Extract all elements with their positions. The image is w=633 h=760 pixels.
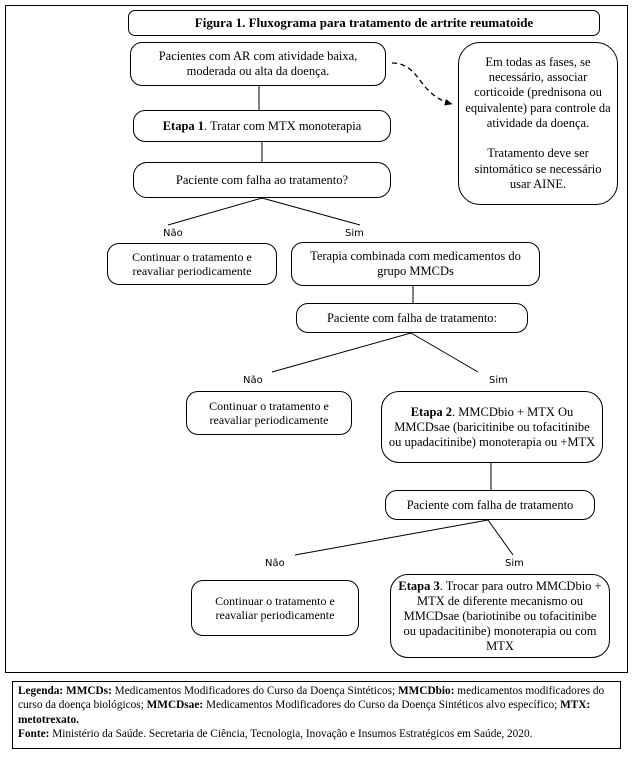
node-decision2: Paciente com falha de tratamento: (296, 303, 528, 333)
node-side-note-body: Em todas as fases, se necessário, associ… (465, 55, 611, 192)
legend-mmcdbio-label: MMCDbio: (397, 685, 455, 697)
node-continue-3-text: Continuar o tratamento e reavaliar perio… (215, 593, 335, 622)
legend-mmcds-label: MMCDs: (66, 685, 112, 697)
branch-label-nao-1: Não (163, 228, 183, 239)
legend-body: Legenda: MMCDs: Medicamentos Modificador… (18, 685, 604, 726)
node-decision3: Paciente com falha de tratamento (385, 490, 595, 520)
node-continue-1-text: Continuar o tratamento e reavaliar perio… (132, 249, 252, 278)
branch-label-sim-1: Sim (345, 228, 364, 239)
legend-mmcds-text: Medicamentos Modificadores do Curso da D… (114, 685, 396, 697)
node-etapa2-text: Etapa 2. MMCDbio + MTX Ou MMCDsae (baric… (388, 405, 596, 450)
legend-fonte-line: Fonte: Ministério da Saúde. Secretaria d… (18, 727, 616, 741)
node-continue-1: Continuar o tratamento e reavaliar perio… (107, 243, 277, 285)
legend-fonte-text: Ministério da Saúde. Secretaria de Ciênc… (52, 728, 533, 741)
node-etapa2-label: Etapa 2 (410, 404, 453, 419)
node-terapia-combinada: Terapia combinada com medicamentos do gr… (291, 242, 540, 286)
legend-mtx-text: metotrexato. (18, 713, 79, 726)
node-patients: Pacientes com AR com atividade baixa, mo… (130, 42, 386, 86)
legend-outer-frame (12, 681, 621, 749)
node-side-note: Em todas as fases, se necessário, associ… (458, 42, 618, 205)
legend-block: Legenda: MMCDs: Medicamentos Modificador… (18, 684, 616, 742)
node-etapa3-label: Etapa 3 (398, 578, 440, 593)
branch-label-sim-2: Sim (489, 375, 508, 386)
node-decision1: Paciente com falha ao tratamento? (133, 162, 391, 198)
node-terapia-combinada-text: Terapia combinada com medicamentos do gr… (310, 249, 521, 278)
diagram-outer-frame (5, 5, 628, 673)
node-etapa1: Etapa 1. Tratar com MTX monoterapia (133, 110, 391, 142)
node-etapa3-text: Etapa 3. Trocar para outro MMCDbio + MTX… (397, 579, 603, 654)
node-patients-text: Pacientes com AR com atividade baixa, mo… (158, 49, 358, 78)
branch-label-nao-3: Não (265, 558, 285, 569)
node-decision1-text: Paciente com falha ao tratamento? (175, 172, 349, 187)
node-continue-3: Continuar o tratamento e reavaliar perio… (191, 580, 359, 636)
node-etapa2-rest: . MMCDbio + MTX Ou MMCDsae (baricitinibe… (388, 404, 596, 449)
figure-title-box: Figura 1. Fluxograma para tratamento de … (128, 10, 600, 36)
figure-title-text: Figura 1. Fluxograma para tratamento de … (194, 15, 534, 31)
branch-label-nao-2: Não (243, 375, 263, 386)
node-etapa1-label: Etapa 1 (162, 118, 205, 133)
node-etapa1-rest: . Tratar com MTX monoterapia (204, 118, 362, 133)
node-decision2-text: Paciente com falha de tratamento: (326, 310, 498, 325)
node-etapa2: Etapa 2. MMCDbio + MTX Ou MMCDsae (baric… (381, 391, 603, 463)
legend-mmcdbio-text: medicamentos modificadores do curso da d… (18, 685, 605, 712)
node-etapa3: Etapa 3. Trocar para outro MMCDbio + MTX… (390, 574, 610, 658)
legend-fonte-label: Fonte: (18, 728, 50, 741)
node-continue-2: Continuar o tratamento e reavaliar perio… (186, 391, 352, 435)
legend-mmcdsae-label: MMCDsae: (146, 699, 204, 712)
branch-label-sim-3: Sim (505, 558, 524, 569)
side-note-paragraph-1: Em todas as fases, se necessário, associ… (465, 54, 611, 130)
node-continue-2-text: Continuar o tratamento e reavaliar perio… (209, 398, 329, 427)
node-etapa3-rest: . Trocar para outro MMCDbio + MTX de dif… (403, 578, 602, 653)
legend-mmcdsae-text: Medicamentos Modificadores do Curso da D… (205, 699, 558, 712)
legend-mtx-label: MTX: (560, 699, 591, 712)
node-decision3-text: Paciente com falha de tratamento (406, 497, 574, 512)
legend-legenda-label: Legenda: (18, 685, 64, 697)
node-etapa1-text: Etapa 1. Tratar com MTX monoterapia (140, 119, 384, 134)
side-note-paragraph-2: Tratamento deve ser sintomático se neces… (474, 146, 602, 191)
